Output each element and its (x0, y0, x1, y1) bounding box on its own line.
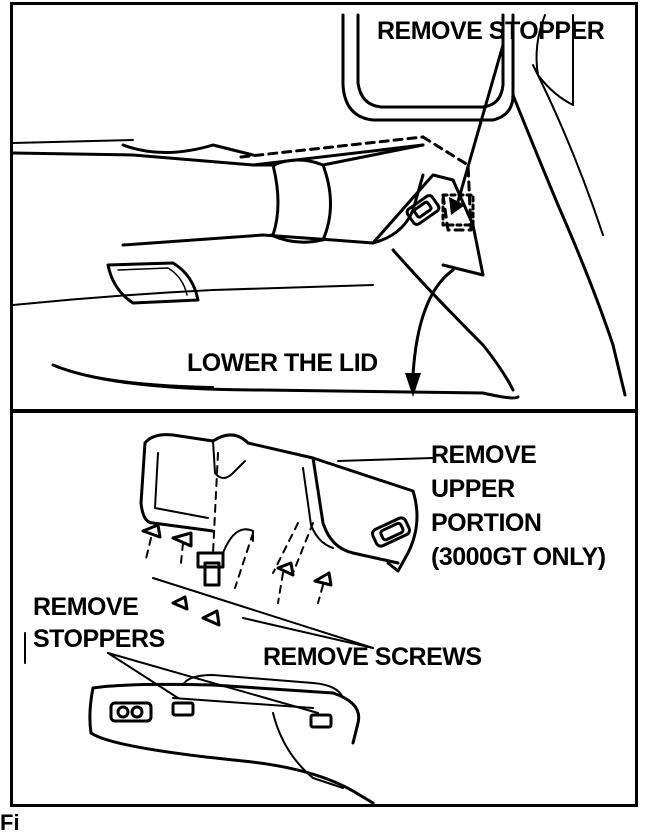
label-remove-screws: REMOVE SCREWS (263, 643, 482, 671)
glove-box-exploded-illustration (24, 433, 434, 805)
label-remove-stopper: REMOVE STOPPER (377, 17, 605, 45)
label-remove-upper-line3: PORTION (431, 509, 542, 537)
top-panel-lower-lid: REMOVE STOPPER LOWER THE LID (10, 2, 638, 412)
label-remove-upper-line4: (3000GT ONLY) (431, 543, 606, 571)
figure-caption: Fi (0, 810, 20, 835)
label-remove-upper-line2: UPPER (431, 475, 515, 503)
label-remove-stoppers-line1: REMOVE (33, 593, 139, 621)
bottom-panel-remove-parts: REMOVE UPPER PORTION (3000GT ONLY) REMOV… (10, 410, 638, 807)
label-lower-the-lid: LOWER THE LID (187, 349, 378, 377)
dashboard-illustration (13, 13, 627, 400)
label-remove-upper-line1: REMOVE (431, 441, 537, 469)
label-remove-stoppers-line2: STOPPERS (33, 625, 165, 653)
